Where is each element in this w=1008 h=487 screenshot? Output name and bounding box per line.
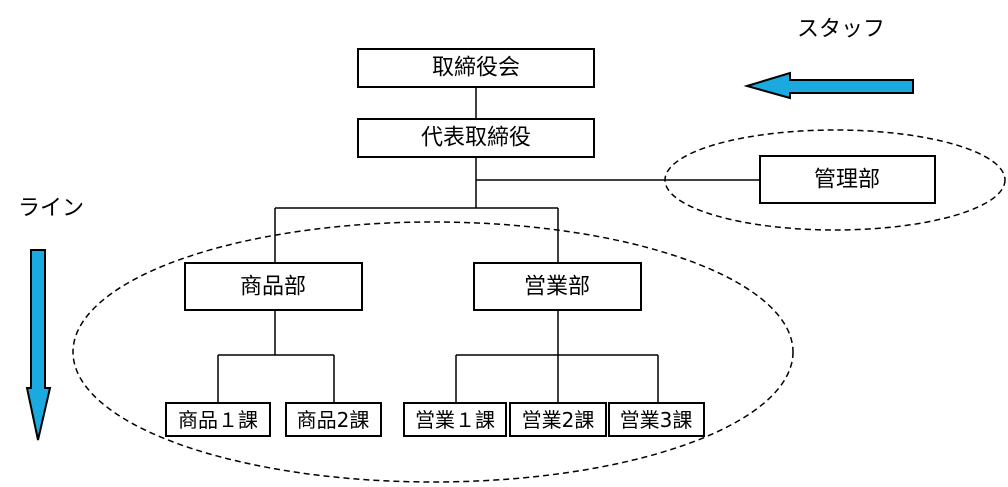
node-label: 営業2課 — [522, 408, 595, 432]
node-label: 商品１課 — [178, 408, 258, 432]
line-label: ライン — [18, 196, 84, 221]
connectors — [217, 87, 760, 403]
line-arrow-down-icon — [25, 249, 52, 441]
node-label: 商品部 — [240, 275, 306, 300]
node-label: 商品2課 — [297, 408, 370, 432]
line-group-ellipse — [72, 221, 794, 483]
node-label: 営業3課 — [620, 408, 693, 432]
node-ceo: 代表取締役 — [357, 118, 595, 158]
node-label: 代表取締役 — [421, 126, 531, 151]
node-product1: 商品１課 — [165, 402, 271, 437]
node-sales2: 営業2課 — [509, 402, 607, 437]
node-label: 営業部 — [524, 275, 590, 300]
node-admin: 管理部 — [759, 155, 936, 204]
node-sales: 営業部 — [473, 262, 642, 311]
node-label: 取締役会 — [432, 56, 520, 81]
node-product2: 商品2課 — [285, 402, 382, 437]
staff-arrow-left-icon — [743, 71, 914, 100]
node-product: 商品部 — [184, 262, 363, 311]
node-label: 管理部 — [814, 168, 880, 193]
staff-label: スタッフ — [797, 17, 885, 42]
node-board: 取締役会 — [357, 48, 595, 88]
node-sales1: 営業１課 — [403, 402, 507, 437]
staff-group-ellipse — [664, 129, 1006, 231]
node-sales3: 営業3課 — [608, 402, 705, 437]
node-label: 営業１課 — [415, 408, 495, 432]
